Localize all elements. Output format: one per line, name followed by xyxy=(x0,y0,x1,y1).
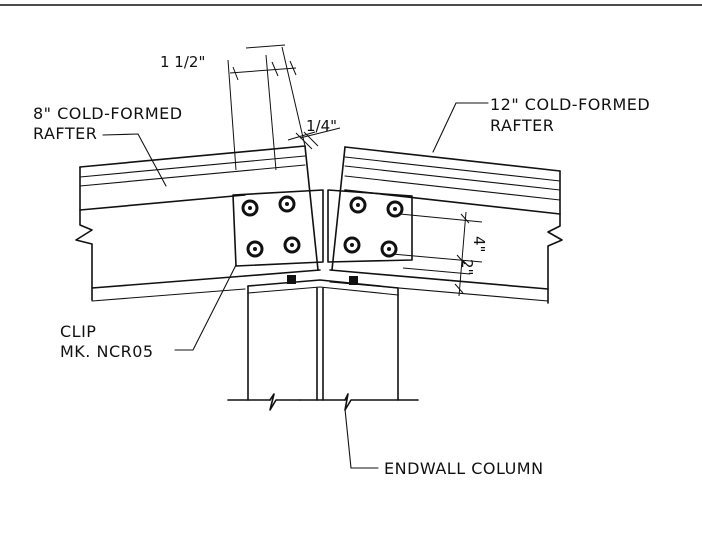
label-right-rafter-line1: 12" COLD-FORMED xyxy=(490,95,650,114)
bolt-icon xyxy=(246,240,264,258)
dim-gap: 1/4" xyxy=(306,117,337,135)
label-left-rafter-line2: RAFTER xyxy=(33,124,97,143)
bolt-icon xyxy=(386,200,404,218)
bolt-icon xyxy=(380,240,398,258)
clip-plate xyxy=(232,189,413,267)
label-clip-line2: MK. NCR05 xyxy=(60,342,154,361)
bolt-icon xyxy=(343,236,361,254)
dim-bolt-vertical: 4" xyxy=(470,236,488,252)
right-rafter xyxy=(329,146,563,304)
leader-right-rafter xyxy=(432,102,489,153)
label-right-rafter-line2: RAFTER xyxy=(490,116,554,135)
label-clip-line1: CLIP xyxy=(60,322,96,341)
endwall-column xyxy=(227,275,419,411)
label-left-rafter-line1: 8" COLD-FORMED xyxy=(33,104,183,123)
leader-column xyxy=(344,408,379,469)
weld-icon xyxy=(287,275,296,284)
bolts xyxy=(241,195,404,258)
bolt-icon xyxy=(278,195,296,213)
label-endwall-column: ENDWALL COLUMN xyxy=(384,459,544,478)
dimension-right xyxy=(391,211,483,297)
leader-clip xyxy=(174,264,237,351)
left-rafter xyxy=(75,145,321,302)
weld-icon xyxy=(349,276,358,285)
dim-top-spacing: 1 1/2" xyxy=(160,53,205,71)
bolt-icon xyxy=(241,199,259,217)
bolt-icon xyxy=(283,236,301,254)
bolt-icon xyxy=(349,196,367,214)
leader-left-rafter xyxy=(102,133,167,187)
dimension-gap xyxy=(287,127,341,150)
dimension-top xyxy=(227,44,306,171)
dim-bolt-edge: 2" xyxy=(458,259,476,275)
